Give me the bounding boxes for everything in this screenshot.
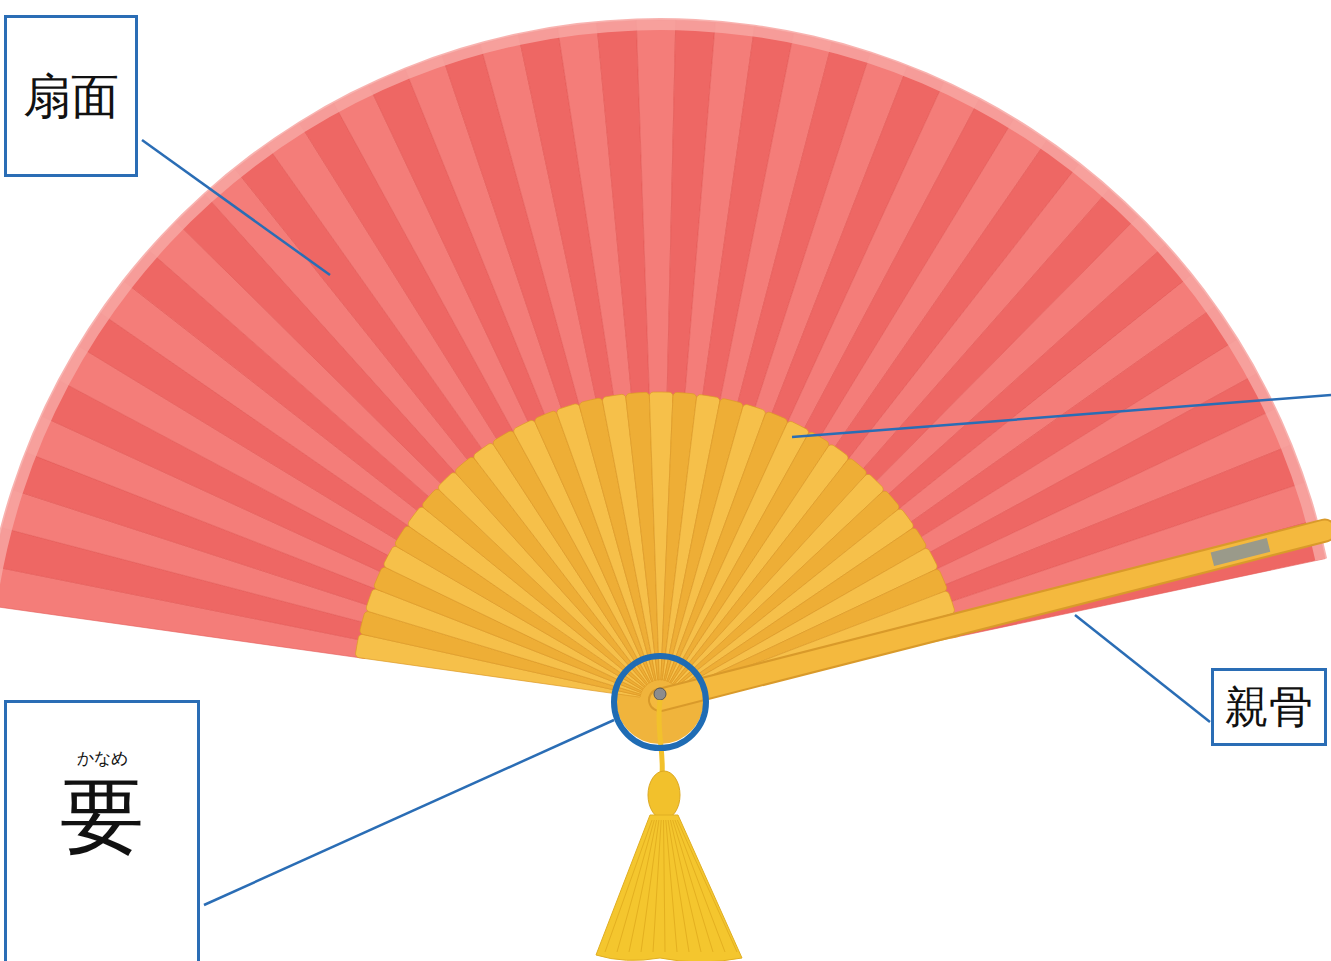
- leader-line: [792, 395, 1331, 437]
- part-name: 要: [60, 770, 144, 862]
- brand-stamp: [1211, 538, 1271, 566]
- part-label-box: かなめ要: [4, 700, 200, 961]
- tassel-thread: [653, 820, 661, 952]
- part-label-box: 親骨: [1211, 668, 1327, 746]
- tassel-thread: [617, 820, 654, 952]
- tassel-thread: [675, 820, 725, 952]
- tassel-fringe: [596, 815, 742, 961]
- leader-line: [204, 720, 614, 905]
- tassel-thread: [605, 820, 652, 952]
- highlight-circle: [614, 656, 706, 748]
- fan-body: [0, 18, 1327, 744]
- tassel-thread: [629, 820, 657, 952]
- tassel-thread: [670, 820, 701, 952]
- leader-line: [1075, 615, 1210, 722]
- tassel-head: [648, 771, 680, 819]
- tassel-thread: [641, 820, 659, 952]
- part-label-box: 扇面: [4, 15, 138, 177]
- part-name: 扇面: [23, 70, 119, 123]
- tassel-thread: [664, 820, 666, 952]
- furigana: かなめ: [77, 749, 128, 768]
- tassel-thread: [677, 820, 737, 952]
- part-name: 親骨: [1225, 683, 1313, 731]
- pivot-pin: [654, 688, 666, 700]
- leader-line: [142, 140, 330, 275]
- tassel-cord: [659, 700, 662, 775]
